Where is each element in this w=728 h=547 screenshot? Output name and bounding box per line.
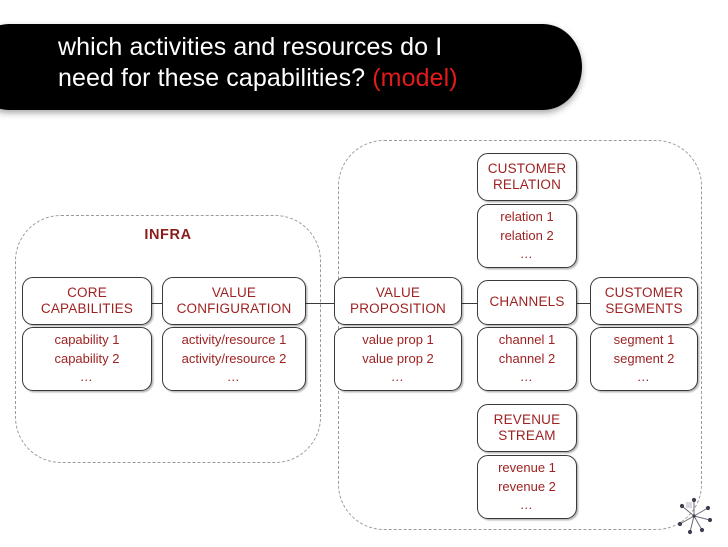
- customer-segments-items[interactable]: segment 1 segment 2 …: [590, 327, 698, 391]
- title-banner: [0, 24, 582, 110]
- customer-relation-head-line-1: CUSTOMER: [487, 160, 567, 176]
- revenue-stream-header[interactable]: REVENUE STREAM: [477, 404, 577, 452]
- revenue-stream-items[interactable]: revenue 1 revenue 2 …: [477, 455, 577, 519]
- core-capabilities-item-3: …: [79, 369, 95, 385]
- revenue-stream-head-line-1: REVENUE: [493, 411, 561, 427]
- infrastructure-container: [15, 215, 321, 463]
- value-configuration-item-1: activity/resource 1: [181, 332, 287, 348]
- connector-core-value-config: [150, 303, 164, 305]
- block-revenue-stream: REVENUE STREAM revenue 1 revenue 2 …: [477, 404, 577, 519]
- connector-value-prop-channels: [460, 303, 482, 305]
- value-configuration-header[interactable]: VALUE CONFIGURATION: [162, 277, 306, 325]
- connector-value-config-value-prop: [304, 303, 336, 305]
- channels-header[interactable]: CHANNELS: [477, 280, 577, 325]
- core-capabilities-items[interactable]: capability 1 capability 2 …: [22, 327, 152, 391]
- value-proposition-item-1: value prop 1: [362, 332, 434, 348]
- block-customer-relation: CUSTOMER RELATION relation 1 relation 2 …: [477, 153, 577, 268]
- customer-relation-item-3: …: [519, 246, 535, 262]
- channels-items[interactable]: channel 1 channel 2 …: [477, 327, 577, 391]
- core-capabilities-head-line-1: CORE: [67, 284, 107, 300]
- core-capabilities-item-2: capability 2: [54, 350, 120, 366]
- title-accent: (model): [372, 64, 458, 92]
- value-configuration-items[interactable]: activity/resource 1 activity/resource 2 …: [162, 327, 306, 391]
- value-proposition-items[interactable]: value prop 1 value prop 2 …: [334, 327, 462, 391]
- customer-relation-item-2: relation 2: [500, 227, 554, 243]
- customer-segments-head-line-1: CUSTOMER: [604, 284, 684, 300]
- channels-item-3: …: [519, 369, 535, 385]
- customer-segments-header[interactable]: CUSTOMER SEGMENTS: [590, 277, 698, 325]
- channels-item-2: channel 2: [498, 350, 556, 366]
- customer-segments-head-line-2: SEGMENTS: [605, 301, 683, 316]
- revenue-stream-item-2: revenue 2: [498, 478, 556, 494]
- core-capabilities-item-1: capability 1: [54, 332, 120, 348]
- customer-relation-header[interactable]: CUSTOMER RELATION: [477, 153, 577, 201]
- value-configuration-head-line-2: CONFIGURATION: [176, 301, 292, 316]
- title-line-1: which activities and resources do I: [58, 33, 443, 61]
- customer-relation-items[interactable]: relation 1 relation 2 …: [477, 204, 577, 268]
- title-line-2: need for these capabilities?: [58, 64, 373, 92]
- customer-segments-item-2: segment 2: [613, 350, 675, 366]
- block-channels: CHANNELS channel 1 channel 2 …: [477, 280, 577, 391]
- core-capabilities-header[interactable]: CORE CAPABILITIES: [22, 277, 152, 325]
- value-proposition-item-3: …: [390, 369, 406, 385]
- core-capabilities-head-line-2: CAPABILITIES: [40, 301, 134, 316]
- block-value-configuration: VALUE CONFIGURATION activity/resource 1 …: [162, 277, 306, 391]
- page-title: which activities and resources do I need …: [58, 32, 598, 94]
- value-proposition-item-2: value prop 2: [362, 350, 434, 366]
- value-configuration-item-3: …: [226, 369, 242, 385]
- value-configuration-item-2: activity/resource 2: [181, 350, 287, 366]
- customer-relation-item-1: relation 1: [500, 209, 554, 225]
- infra-label: INFRA: [144, 227, 192, 243]
- revenue-stream-item-1: revenue 1: [498, 460, 556, 476]
- value-proposition-head-line-2: PROPOSITION: [350, 301, 446, 316]
- block-value-proposition: VALUE PROPOSITION value prop 1 value pro…: [334, 277, 462, 391]
- customer-segments-item-3: …: [636, 369, 652, 385]
- channels-item-1: channel 1: [498, 332, 556, 348]
- connector-channels-segments: [570, 303, 590, 305]
- value-proposition-head-line-1: VALUE: [375, 284, 421, 300]
- channels-head-line-1: CHANNELS: [489, 294, 565, 310]
- decorative-network-node-icon: [666, 494, 722, 547]
- block-core-capabilities: CORE CAPABILITIES capability 1 capabilit…: [22, 277, 152, 391]
- customer-segments-item-1: segment 1: [613, 332, 675, 348]
- value-configuration-head-line-1: VALUE: [211, 284, 257, 300]
- customer-relation-head-line-2: RELATION: [492, 177, 562, 192]
- revenue-stream-item-3: …: [519, 497, 535, 513]
- revenue-stream-head-line-2: STREAM: [498, 428, 556, 443]
- block-customer-segments: CUSTOMER SEGMENTS segment 1 segment 2 …: [590, 277, 698, 391]
- value-proposition-header[interactable]: VALUE PROPOSITION: [334, 277, 462, 325]
